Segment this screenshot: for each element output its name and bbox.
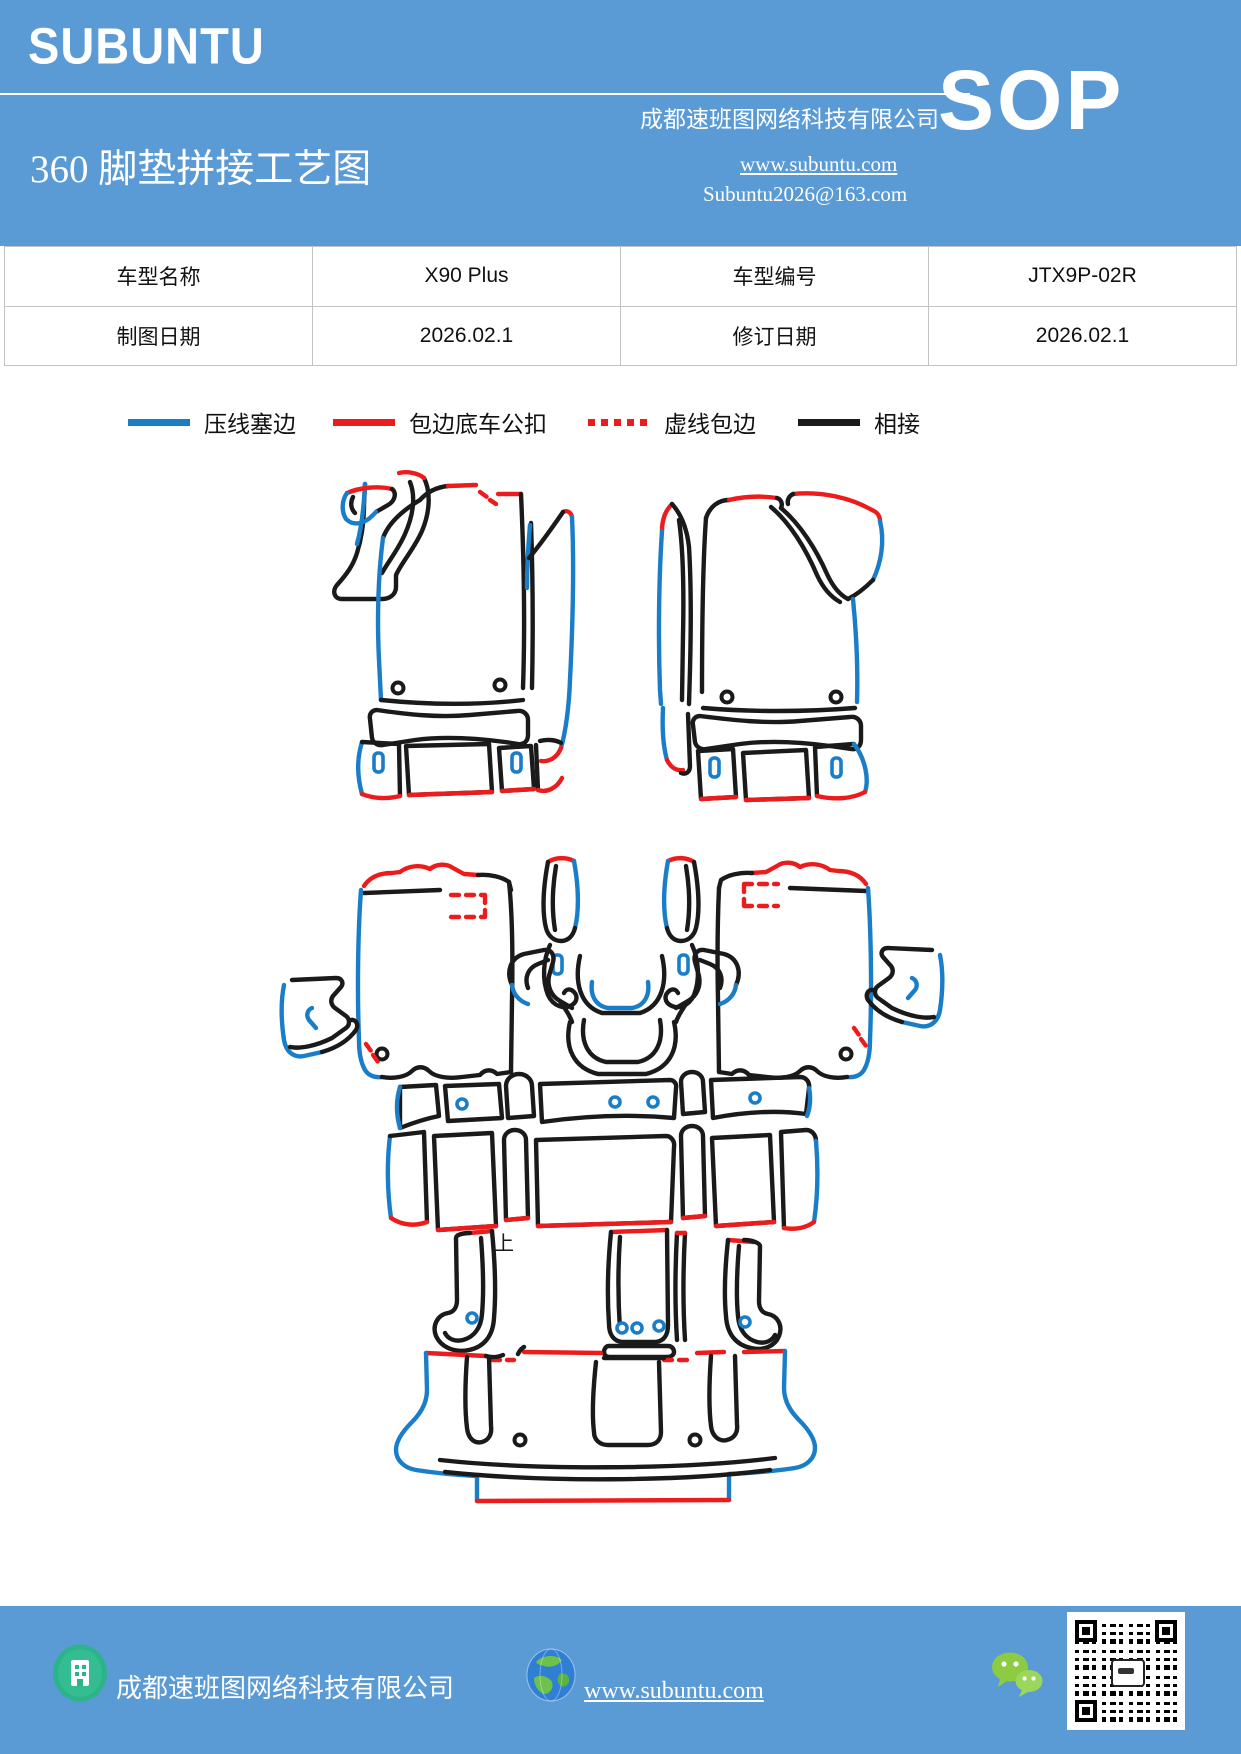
- sill-strip-row: [385, 1069, 820, 1233]
- page-title: 360 脚垫拼接工艺图: [30, 148, 372, 191]
- legend-label: 相接: [874, 412, 920, 437]
- front-left-mat: [332, 470, 576, 801]
- footer-band: 成都速班图网络科技有限公司 www.subuntu.com: [0, 1606, 1241, 1754]
- qr-finder-bottom-left: [1075, 1700, 1097, 1722]
- table-row: 制图日期 2026.02.1 修订日期 2026.02.1: [4, 305, 1237, 366]
- model-code-value: JTX9P-02R: [928, 246, 1237, 307]
- model-code-label: 车型编号: [620, 246, 929, 307]
- qr-center-logo: [1111, 1659, 1145, 1687]
- legend-label: 包边底车公扣: [409, 412, 547, 437]
- draw-date-value: 2026.02.1: [312, 305, 621, 366]
- building-icon: [53, 1644, 107, 1702]
- vehicle-info-table: 车型名称 X90 Plus 车型编号 JTX9P-02R 制图日期 2026.0…: [4, 246, 1237, 366]
- website-link[interactable]: www.subuntu.com: [740, 152, 898, 176]
- model-name-label: 车型名称: [4, 246, 313, 307]
- model-name-value: X90 Plus: [312, 246, 621, 307]
- red-dotted-swatch: [588, 418, 650, 426]
- center-tunnel-cluster: [507, 855, 741, 1077]
- globe-icon: [526, 1648, 576, 1702]
- trunk-mat-group: 上: [393, 1227, 818, 1504]
- email-text: Subuntu2026@163.com: [703, 182, 908, 206]
- legend-item-press-line: 压线塞边: [128, 405, 296, 439]
- second-row-right-mat: [715, 860, 874, 1080]
- legend-item-join: 相接: [798, 405, 920, 439]
- qr-finder-top-left: [1075, 1620, 1097, 1642]
- up-direction-label: 上: [494, 1232, 514, 1255]
- front-right-mat: [656, 491, 885, 803]
- table-row: 车型名称 X90 Plus 车型编号 JTX9P-02R: [4, 246, 1237, 307]
- black-line-swatch: [798, 418, 860, 426]
- sop-label: SOP: [938, 53, 1125, 147]
- revise-date-label: 修订日期: [620, 305, 929, 366]
- second-row-left-bracket: [279, 975, 360, 1059]
- wechat-icon: [992, 1652, 1043, 1697]
- revise-date-value: 2026.02.1: [928, 305, 1237, 366]
- company-name: 成都速班图网络科技有限公司: [640, 107, 939, 132]
- draw-date-label: 制图日期: [4, 305, 313, 366]
- qr-code: [1067, 1612, 1185, 1730]
- red-line-swatch: [333, 418, 395, 426]
- legend-label: 压线塞边: [204, 412, 296, 437]
- brand-logo: SUBUNTU: [28, 17, 265, 75]
- blue-line-swatch: [128, 418, 190, 426]
- header-divider: [0, 93, 970, 95]
- qr-finder-top-right: [1155, 1620, 1177, 1642]
- legend-item-dashed-edge: 虚线包边: [588, 405, 756, 439]
- footer-website-link[interactable]: www.subuntu.com: [584, 1678, 764, 1704]
- legend-label: 虚线包边: [664, 412, 756, 437]
- header-band: SUBUNTU 360 脚垫拼接工艺图 成都速班图网络科技有限公司 SOP ww…: [0, 0, 1241, 246]
- second-row-right-bracket: [864, 945, 945, 1029]
- second-row-left-mat: [355, 862, 515, 1080]
- footer-company-name: 成都速班图网络科技有限公司: [116, 1674, 455, 1703]
- legend-item-edge-buckle: 包边底车公扣: [333, 405, 547, 439]
